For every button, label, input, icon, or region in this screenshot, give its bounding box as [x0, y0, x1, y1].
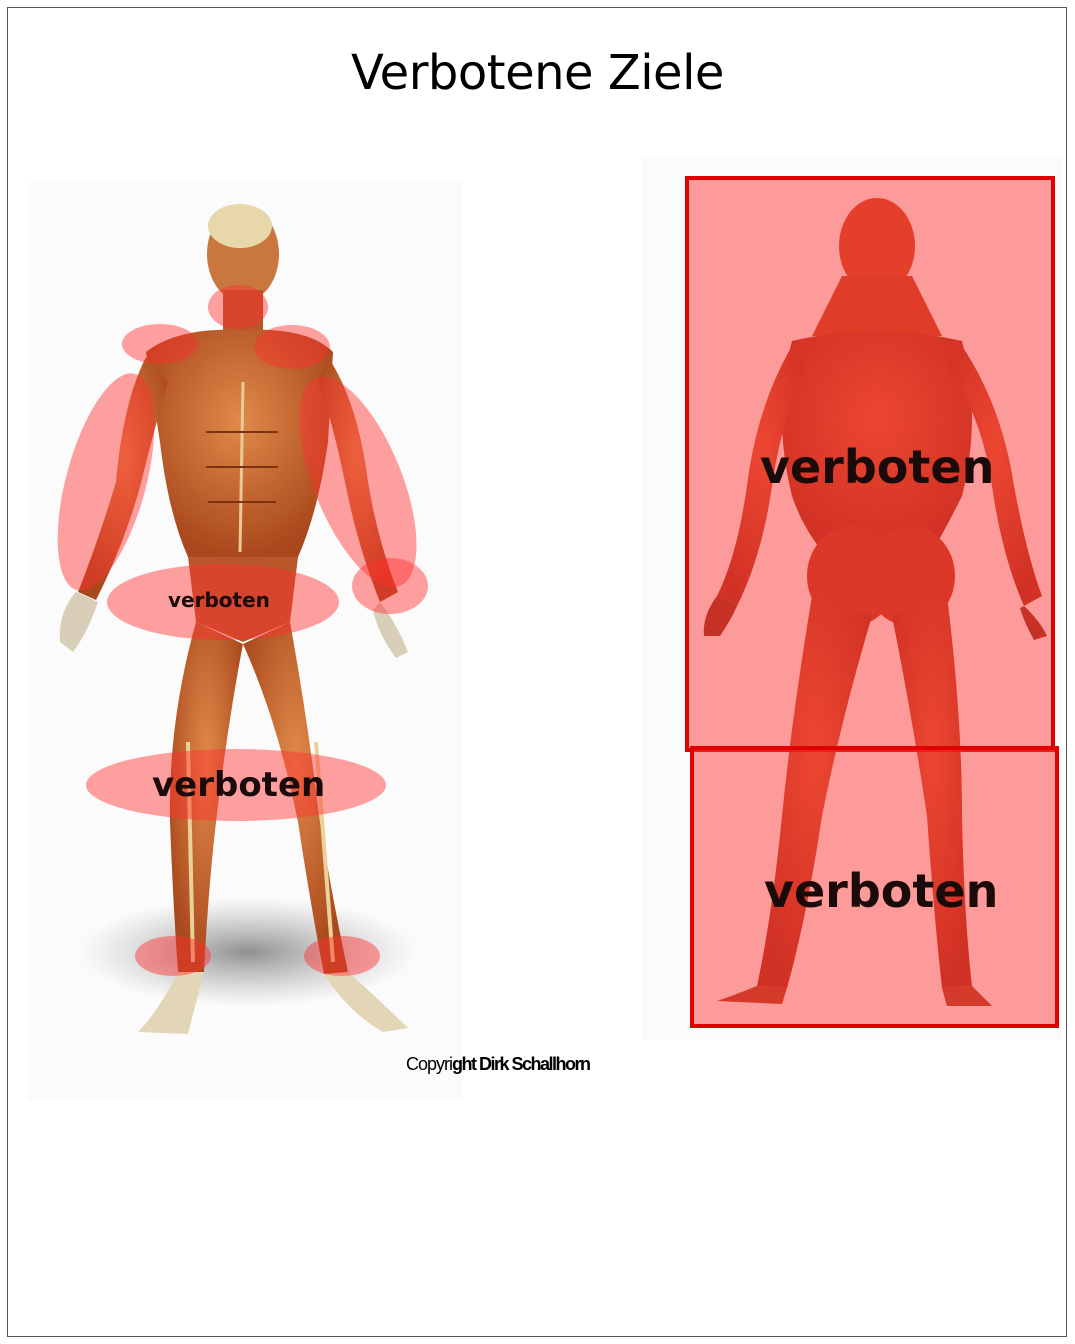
- zone-left-ankle: [135, 936, 211, 976]
- copyright-text: Copyright Dirk Schallhorn: [406, 1054, 590, 1075]
- zone-label-knees: verboten: [152, 765, 325, 805]
- front-figure-drawing: [28, 182, 462, 1100]
- front-figure: verboten verboten: [28, 182, 462, 1100]
- zone-label-back-lower: verboten: [764, 864, 998, 918]
- zone-label-groin: verboten: [168, 588, 270, 612]
- zone-left-shoulder: [122, 324, 198, 364]
- page-title: Verbotene Ziele: [0, 45, 1075, 101]
- back-figure: verboten verboten: [642, 156, 1062, 1040]
- zone-right-ankle: [304, 936, 380, 976]
- copyright-author: ght Dirk Schallhorn: [452, 1054, 590, 1074]
- zone-right-wrist: [352, 558, 428, 614]
- zone-label-back-upper: verboten: [760, 440, 994, 494]
- zone-neck: [208, 285, 268, 329]
- copyright-prefix: Copyri: [406, 1054, 452, 1074]
- zone-right-shoulder: [254, 325, 330, 369]
